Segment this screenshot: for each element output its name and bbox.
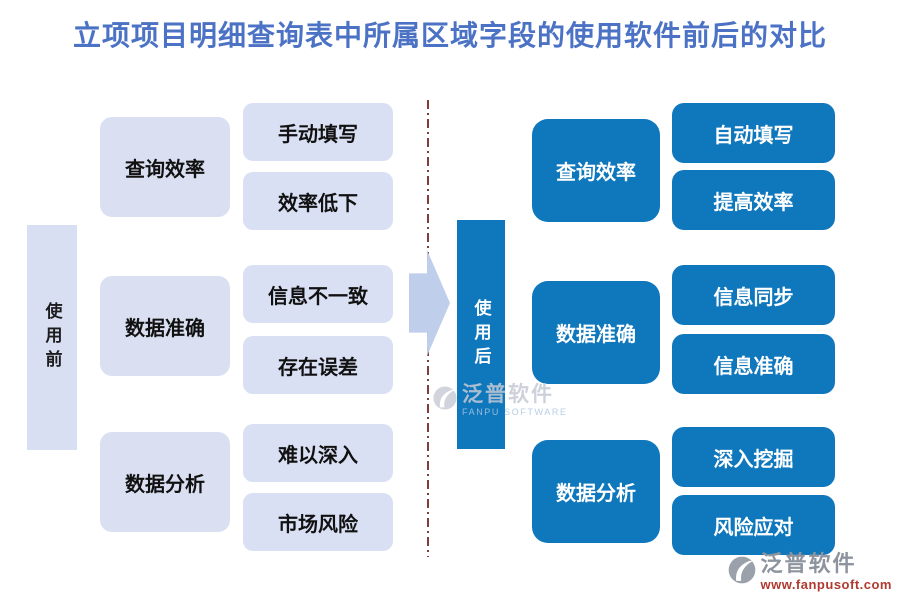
footer-brand: 泛普软件 [760,551,857,576]
fanpu-logo-icon [432,383,458,418]
before-item-inconsistent-info: 信息不一致 [243,265,393,323]
after-item-info-sync: 信息同步 [672,265,835,325]
before-item-low-efficiency: 效率低下 [243,172,393,230]
transition-arrow-icon [409,250,450,356]
before-item-market-risk: 市场风险 [243,493,393,551]
before-item-hard-to-deepen: 难以深入 [243,424,393,482]
footer-url: www.fanpusoft.com [760,577,892,592]
after-category-query-efficiency: 查询效率 [532,119,660,222]
before-category-query-efficiency: 查询效率 [100,117,230,217]
before-category-data-analysis: 数据分析 [100,432,230,532]
fanpu-logo-icon [727,553,757,592]
before-category-data-accuracy: 数据准确 [100,276,230,376]
after-category-data-analysis: 数据分析 [532,440,660,543]
after-item-accurate-info: 信息准确 [672,334,835,394]
after-item-improved-efficiency: 提高效率 [672,170,835,230]
after-bar: 使用后 [457,220,505,449]
after-category-data-accuracy: 数据准确 [532,281,660,384]
after-bar-label: 使用后 [471,298,491,371]
before-bar-label: 使用前 [42,301,62,374]
after-item-risk-response: 风险应对 [672,495,835,555]
page-title: 立项项目明细查询表中所属区域字段的使用软件前后的对比 [72,20,827,51]
after-item-auto-fill: 自动填写 [672,103,835,163]
before-item-manual-fill: 手动填写 [243,103,393,161]
footer-logo: 泛普软件 www.fanpusoft.com [727,553,892,592]
before-bar: 使用前 [27,225,77,450]
before-item-errors-exist: 存在误差 [243,336,393,394]
after-item-deep-mining: 深入挖掘 [672,427,835,487]
